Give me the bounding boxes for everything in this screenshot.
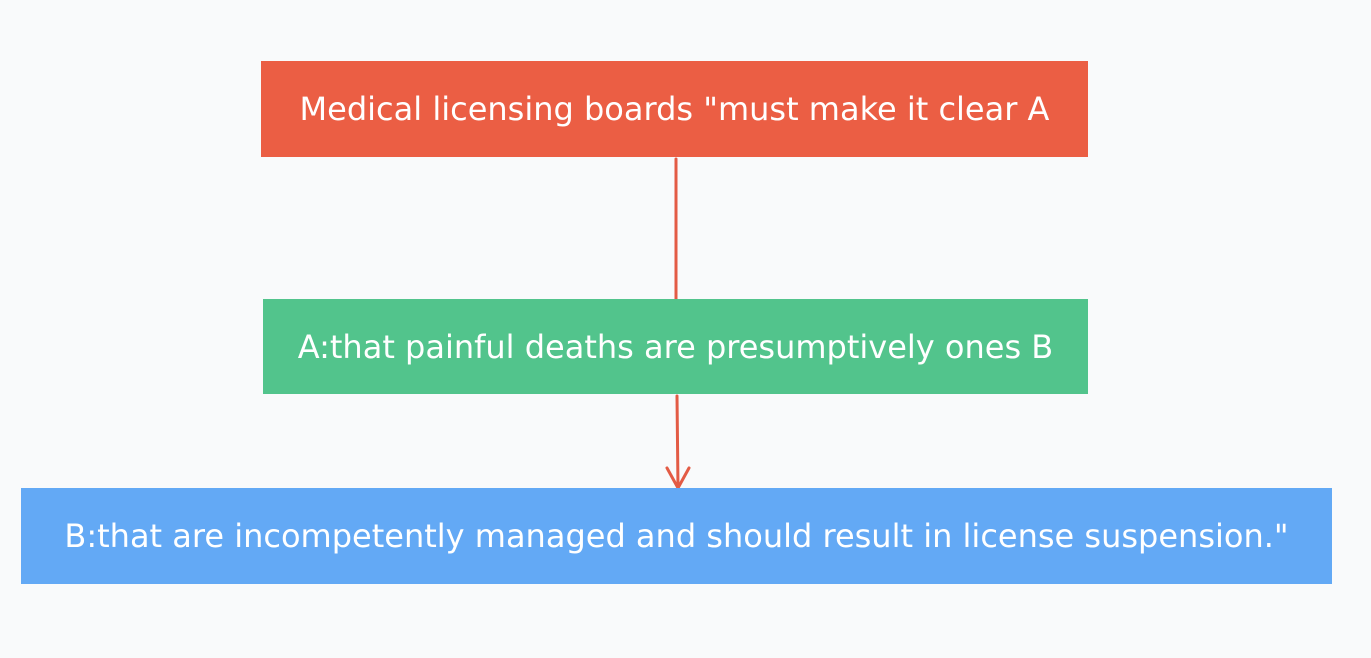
node-top-text: Medical licensing boards "must make it c…	[299, 90, 1050, 128]
connector-middle-to-bottom	[675, 394, 680, 490]
node-middle: A:that painful deaths are presumptively …	[263, 299, 1088, 394]
node-top: Medical licensing boards "must make it c…	[261, 61, 1088, 157]
node-bottom: B:that are incompetently managed and sho…	[21, 488, 1332, 584]
node-bottom-text: B:that are incompetently managed and sho…	[64, 517, 1289, 555]
node-middle-text: A:that painful deaths are presumptively …	[297, 327, 1054, 366]
